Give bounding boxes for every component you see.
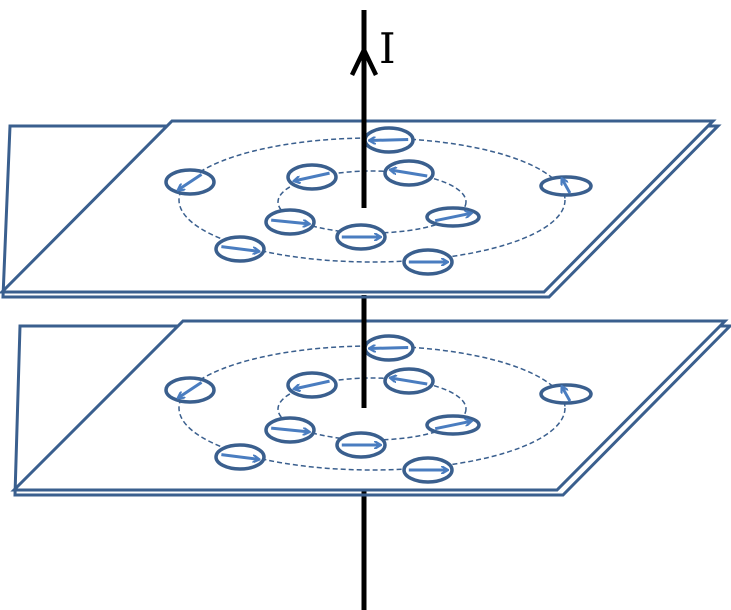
compass-needle-icon bbox=[286, 163, 338, 191]
upper-compass-needle bbox=[391, 170, 428, 178]
compass-needle-icon bbox=[425, 206, 481, 228]
upper-compass-needle bbox=[562, 179, 572, 194]
upper-compass-needle bbox=[221, 245, 258, 252]
lower-plane bbox=[10, 319, 731, 497]
compass-needle-icon bbox=[402, 456, 454, 484]
lower-compass-needle bbox=[370, 348, 409, 349]
compass-needle-icon bbox=[264, 416, 316, 444]
lower-compass-needle bbox=[562, 387, 572, 402]
compass-needle-icon bbox=[383, 367, 435, 395]
compass-needle-icon bbox=[539, 383, 593, 405]
upper-compass-group bbox=[164, 126, 593, 276]
compass-needle-icon bbox=[539, 175, 593, 197]
upper-compass-needle bbox=[294, 171, 330, 181]
compass-needle-icon bbox=[214, 443, 266, 471]
lower-plane-surface bbox=[10, 319, 729, 492]
lower-compass-needle bbox=[271, 426, 309, 432]
compass-needle-icon bbox=[264, 208, 316, 236]
upper-compass-needle bbox=[370, 140, 409, 141]
compass-needle-icon bbox=[164, 168, 216, 196]
upper-compass-needle bbox=[434, 213, 471, 223]
lower-compass-group bbox=[164, 334, 593, 484]
compass-needle-icon bbox=[425, 414, 481, 436]
upper-plane bbox=[0, 119, 722, 299]
lower-compass-needle bbox=[221, 453, 258, 460]
upper-plane-surface bbox=[0, 119, 717, 294]
lower-compass-needle bbox=[434, 421, 471, 431]
arrow-up-icon bbox=[349, 44, 379, 76]
upper-compass-needle bbox=[178, 173, 203, 189]
compass-needle-icon bbox=[402, 248, 454, 276]
compass-needle-icon bbox=[335, 431, 387, 459]
lower-compass-needle bbox=[294, 379, 330, 389]
compass-needle-icon bbox=[335, 223, 387, 251]
compass-needle-icon bbox=[164, 376, 216, 404]
compass-needle-icon bbox=[214, 235, 266, 263]
compass-needle-icon bbox=[363, 334, 415, 362]
compass-needle-icon bbox=[383, 159, 435, 187]
current-label: I bbox=[379, 24, 396, 73]
upper-compass-needle bbox=[271, 218, 309, 224]
lower-compass-needle bbox=[178, 381, 203, 397]
compass-needle-icon bbox=[363, 126, 415, 154]
lower-compass-needle bbox=[391, 378, 428, 386]
compass-needle-icon bbox=[286, 371, 338, 399]
